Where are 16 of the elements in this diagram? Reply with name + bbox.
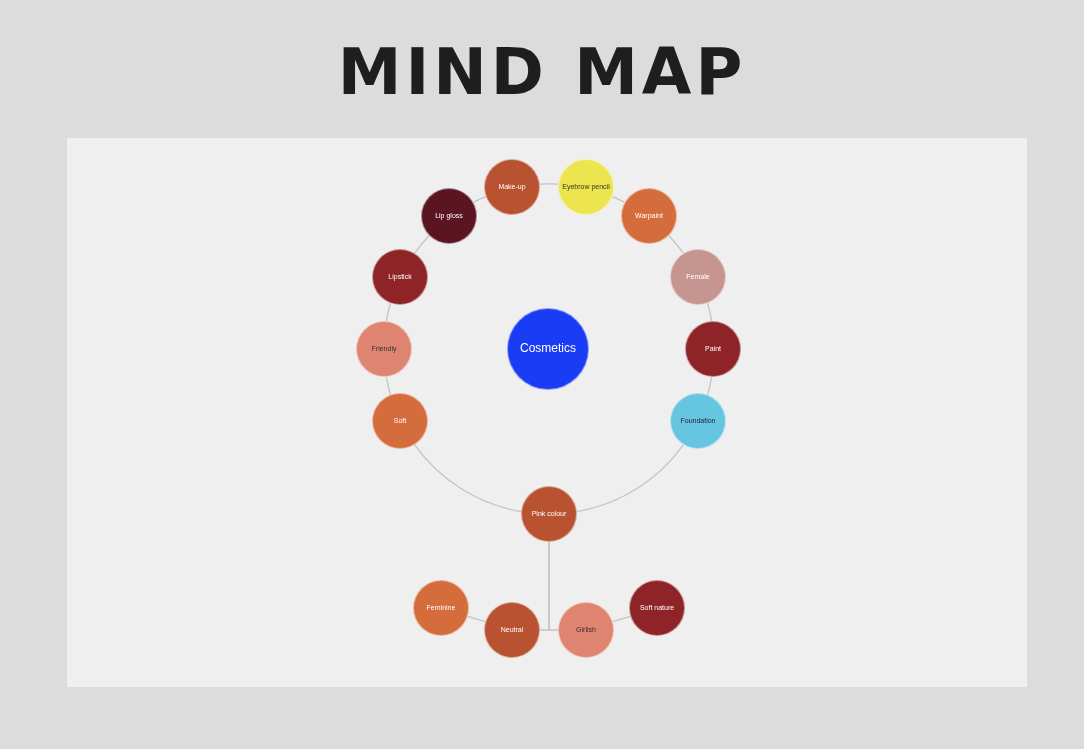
connector-line [706,376,713,396]
connector-line [612,615,631,623]
connector-line [385,376,392,396]
connector-line [706,302,713,322]
title: MIND MAP [337,40,747,104]
node-label: Cosmetics [520,342,576,356]
connector-line [414,235,430,254]
connector-line [611,196,626,203]
connector-line [539,183,559,185]
connector-line [472,196,487,203]
connector-line [467,615,486,623]
connector-line [548,541,559,631]
connector-line [385,302,392,322]
connector-line [414,444,522,513]
connector-line [668,235,684,254]
connector-line [576,444,684,513]
